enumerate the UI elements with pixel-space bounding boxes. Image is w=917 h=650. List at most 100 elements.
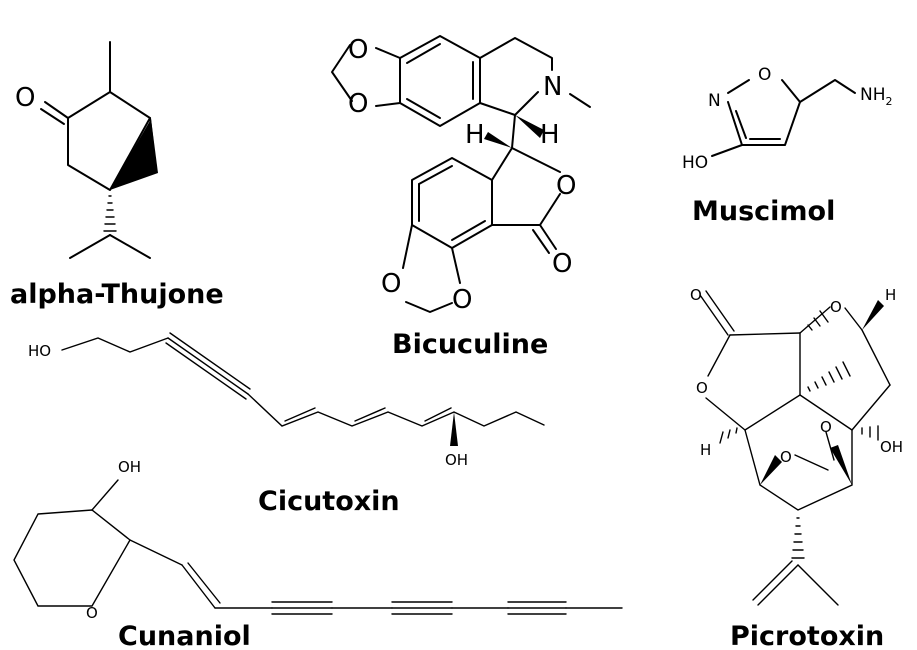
cunaniol-oxygen: O — [86, 604, 98, 622]
cicutoxin-chain-a — [61, 337, 169, 353]
picrotoxin-hashed-oh — [861, 425, 879, 441]
bicuculline-aromatic-3 — [406, 98, 441, 119]
picrotoxin-bottom-ring — [744, 429, 853, 511]
bicuculline-n-methyl — [569, 93, 591, 108]
cunaniol-double-b — [187, 562, 221, 604]
cicutoxin-double-3 — [424, 407, 452, 422]
muscimol-ring-a — [727, 79, 801, 146]
muscimol-nitrogen: N — [708, 91, 721, 111]
thujone-structure: O alpha-Thujone — [10, 41, 224, 310]
cicutoxin-structure: HO OH Cicutoxin — [28, 332, 545, 517]
cunaniol-triple-3 — [507, 601, 567, 615]
bicuculline-carbonyl-b — [532, 229, 550, 254]
thujone-isopropyl-a — [69, 234, 111, 259]
bicuculline-dioxole-bottom-b — [451, 247, 461, 284]
bicuculline-dioxole-top-a — [375, 47, 401, 59]
picrotoxin-c6 — [851, 384, 891, 431]
cunaniol-triple-2 — [391, 601, 453, 615]
cicutoxin-chain-b — [247, 393, 545, 427]
thujone-hashed-bond — [103, 195, 117, 232]
picrotoxin-oh: OH — [880, 438, 903, 456]
cunaniol-name: Cunaniol — [118, 621, 251, 650]
picrotoxin-c4 — [799, 394, 853, 431]
bicuculline-aromatic-6 — [451, 220, 486, 241]
cunaniol-oh-bond — [91, 479, 119, 511]
picrotoxin-carbonyl-a — [699, 294, 729, 336]
bicuculline-o4: O — [552, 249, 572, 279]
picrotoxin-o4: O — [820, 418, 832, 436]
bicuculline-dioxole-bottom-a — [402, 224, 413, 269]
picrotoxin-lactone-b — [705, 397, 746, 431]
picrotoxin-c5 — [861, 329, 891, 386]
bicuculline-piperidine-b — [479, 91, 539, 116]
cicutoxin-ho: HO — [28, 342, 51, 360]
picrotoxin-h2: H — [700, 441, 711, 459]
picrotoxin-structure: O O O H H OH O O Picrotoxin — [690, 286, 903, 650]
picrotoxin-hashed-epoxide — [807, 310, 829, 331]
muscimol-ring-double-2 — [735, 110, 747, 139]
picrotoxin-methylene-a — [757, 564, 799, 606]
bicuculline-carbonyl-a — [539, 224, 557, 250]
picrotoxin-o1: O — [690, 286, 702, 304]
bicuculline-structure: O O N H H O O O O Bicuculine — [331, 35, 591, 360]
thujone-isopropyl-b — [109, 234, 151, 259]
bicuculline-aromatic-4 — [418, 165, 453, 185]
bicuculline-wedge-h2 — [484, 132, 512, 148]
picrotoxin-wedge-h — [862, 300, 884, 330]
bicuculline-o5: O — [381, 269, 401, 299]
muscimol-oxygen: O — [758, 65, 771, 85]
bicuculline-o1: O — [348, 35, 368, 65]
bicuculline-o3: O — [556, 171, 576, 201]
muscimol-amine: NH2 — [860, 85, 893, 108]
bicuculline-link — [511, 114, 516, 149]
picrotoxin-c2 — [744, 394, 801, 431]
bicuculline-dioxole-top-c — [331, 44, 353, 102]
bicuculline-dioxole-bottom-c — [405, 301, 453, 313]
thujone-cyclopropane-wedge — [110, 119, 158, 190]
cunaniol-double-a — [181, 564, 216, 609]
picrotoxin-hashed-methyl — [807, 361, 851, 392]
picrotoxin-h1: H — [885, 286, 896, 304]
picrotoxin-bridge-a — [794, 454, 829, 471]
cicutoxin-triple-a-mid — [167, 337, 249, 395]
cunaniol-structure: OH O Cunaniol — [13, 458, 623, 650]
picrotoxin-o5: O — [780, 448, 792, 466]
thujone-oxygen: O — [15, 83, 35, 113]
picrotoxin-methylene-b — [752, 560, 793, 601]
picrotoxin-bridge-carbonyl — [825, 431, 835, 461]
picrotoxin-carbonyl-b — [705, 290, 735, 332]
bicuculline-nitrogen: N — [543, 72, 562, 102]
thujone-name: alpha-Thujone — [10, 279, 224, 310]
muscimol-hydroxyl: HO — [682, 153, 708, 173]
picrotoxin-hashed-isopropenyl — [791, 517, 805, 559]
muscimol-structure: N O HO NH2 Muscimol — [682, 65, 893, 227]
cicutoxin-oh: OH — [445, 451, 468, 469]
thujone-carbonyl-bond-a — [44, 101, 69, 119]
picrotoxin-wedge-o — [760, 455, 782, 485]
picrotoxin-methyl — [797, 564, 839, 606]
picrotoxin-o3: O — [830, 298, 842, 316]
picrotoxin-lactone-a — [707, 334, 731, 377]
muscimol-ring-b — [727, 79, 750, 94]
muscimol-ho-bond — [711, 144, 743, 157]
muscimol-side-chain — [799, 79, 856, 103]
cicutoxin-double-1 — [284, 407, 316, 422]
cicutoxin-triple-a-bot — [165, 342, 247, 400]
bicuculline-lactone-b — [491, 193, 561, 226]
picrotoxin-o2: O — [696, 379, 708, 397]
bicuculline-o6: O — [452, 285, 472, 315]
cicutoxin-wedge-oh — [450, 412, 458, 446]
cicutoxin-triple-a-top — [169, 332, 251, 390]
cicutoxin-double-2 — [354, 407, 386, 422]
cicutoxin-name: Cicutoxin — [258, 486, 400, 517]
thujone-carbonyl-bond-b — [40, 108, 65, 125]
cunaniol-ring-outline — [13, 509, 131, 607]
bicuculline-lactone-a — [491, 147, 561, 181]
bicuculline-wedge-h — [515, 115, 544, 138]
bicuculline-name: Bicuculine — [392, 329, 548, 360]
bicuculline-piperidine-a — [479, 37, 553, 71]
cunaniol-triple-1 — [271, 601, 333, 615]
picrotoxin-epoxide-b — [844, 307, 863, 331]
thujone-ring — [67, 91, 151, 191]
